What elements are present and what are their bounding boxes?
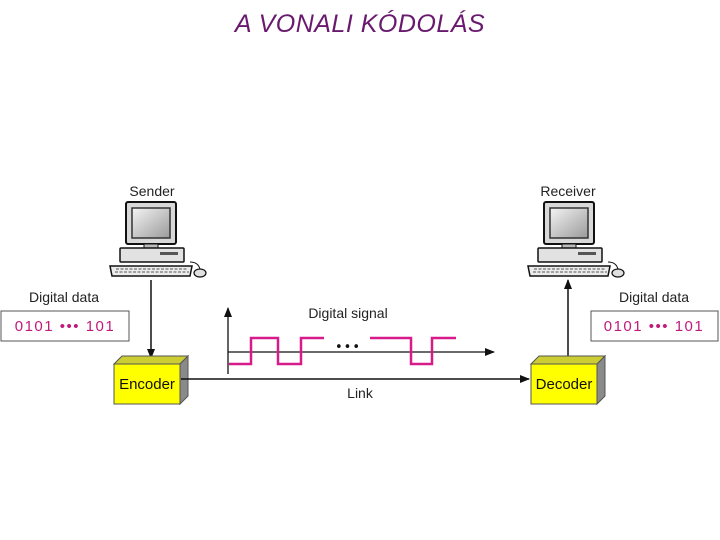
encoder-label: Encoder — [119, 376, 175, 393]
receiver-data-value: 0101 ••• 101 — [604, 318, 705, 335]
receiver-computer-icon — [527, 201, 625, 278]
signal-label: Digital signal — [308, 305, 387, 321]
digital-signal-waveform-left — [229, 336, 324, 366]
receiver-label: Receiver — [540, 183, 596, 199]
sender-data-value: 0101 ••• 101 — [15, 318, 116, 335]
digital-signal-waveform-right — [370, 336, 456, 366]
sender-data-label: Digital data — [29, 289, 99, 305]
decoder-label: Decoder — [536, 376, 593, 393]
encoder-box — [112, 354, 190, 406]
sender-computer-icon — [109, 201, 207, 278]
link-label: Link — [347, 385, 374, 401]
sender-label: Sender — [129, 183, 174, 199]
decoder-box — [529, 354, 607, 406]
sender-data-box — [0, 310, 130, 342]
signal-ellipsis: ••• — [335, 340, 361, 355]
receiver-data-box — [590, 310, 719, 342]
receiver-data-label: Digital data — [619, 289, 689, 305]
page-title: A VONALI KÓDOLÁS — [234, 10, 486, 38]
